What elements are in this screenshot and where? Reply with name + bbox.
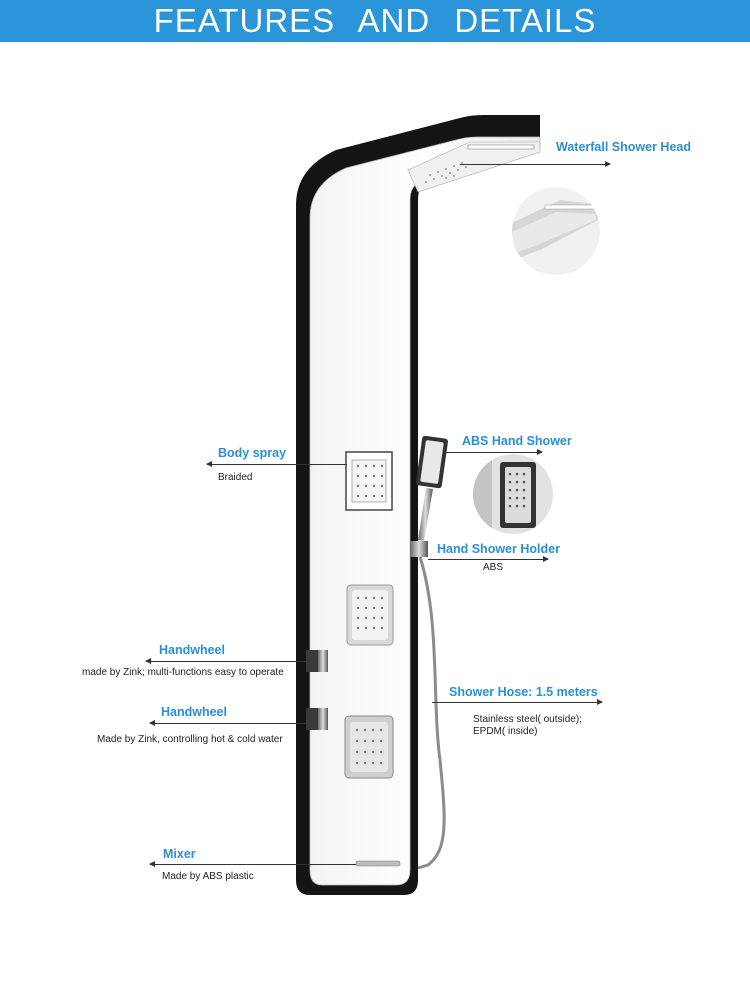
waterfall-detail-zoom: [512, 187, 600, 275]
waterfall-nozzles: [425, 162, 467, 183]
hand-shower-holder: [410, 541, 428, 557]
handwheel-1-pointer-line: [145, 658, 306, 664]
hand-shower-pointer-line: [446, 449, 543, 455]
nozzle-dots: [355, 464, 384, 765]
mixer-label: Mixer: [163, 847, 196, 861]
handwheel-1-label: Handwheel: [159, 643, 225, 657]
zoom-nozzle-dots: [508, 472, 526, 508]
body-spray-desc: Braided: [218, 472, 253, 483]
handwheel-2-label: Handwheel: [161, 705, 227, 719]
header-banner: FEATURES AND DETAILS: [0, 0, 750, 42]
body-spray-nozzle-1: [345, 451, 393, 511]
waterfall-shower-head-label: Waterfall Shower Head: [556, 140, 691, 154]
body-spray-nozzle-3: [344, 715, 394, 779]
waterfall-pointer-line: [460, 161, 611, 167]
mixer-desc: Made by ABS plastic: [162, 871, 254, 882]
shower-hose-label: Shower Hose: 1.5 meters: [449, 685, 598, 699]
shower-hose: [417, 556, 446, 870]
handwheel-2-desc: Made by Zink, controlling hot & cold wat…: [97, 734, 283, 745]
shower-hose-desc-2: EPDM( inside): [473, 726, 538, 737]
handwheel-2-pointer-line: [149, 720, 306, 726]
hand-shower-detail-zoom: [473, 454, 553, 534]
hand-shower-head: [416, 435, 448, 541]
mixer-pointer-line: [149, 861, 356, 867]
body-spray-pointer-line: [206, 461, 347, 467]
shower-hose-desc-1: Stainless steel( outside);: [473, 714, 582, 725]
hand-shower-holder-desc: ABS: [483, 562, 504, 573]
mixer-slot: [355, 860, 401, 867]
body-spray-nozzle-2: [346, 584, 394, 646]
handwheel-2-knob: [306, 708, 328, 730]
hand-shower-holder-label: Hand Shower Holder: [437, 542, 560, 556]
holder-pointer-line: [428, 556, 549, 562]
body-spray-label: Body spray: [218, 446, 287, 460]
handwheel-1-knob: [306, 650, 328, 672]
abs-hand-shower-label: ABS Hand Shower: [462, 434, 572, 448]
handwheel-1-desc: made by Zink; multi-functions easy to op…: [82, 667, 284, 678]
hose-pointer-line: [432, 699, 603, 705]
waterfall-head-plate: [407, 141, 541, 193]
page-title: FEATURES AND DETAILS: [153, 2, 597, 39]
